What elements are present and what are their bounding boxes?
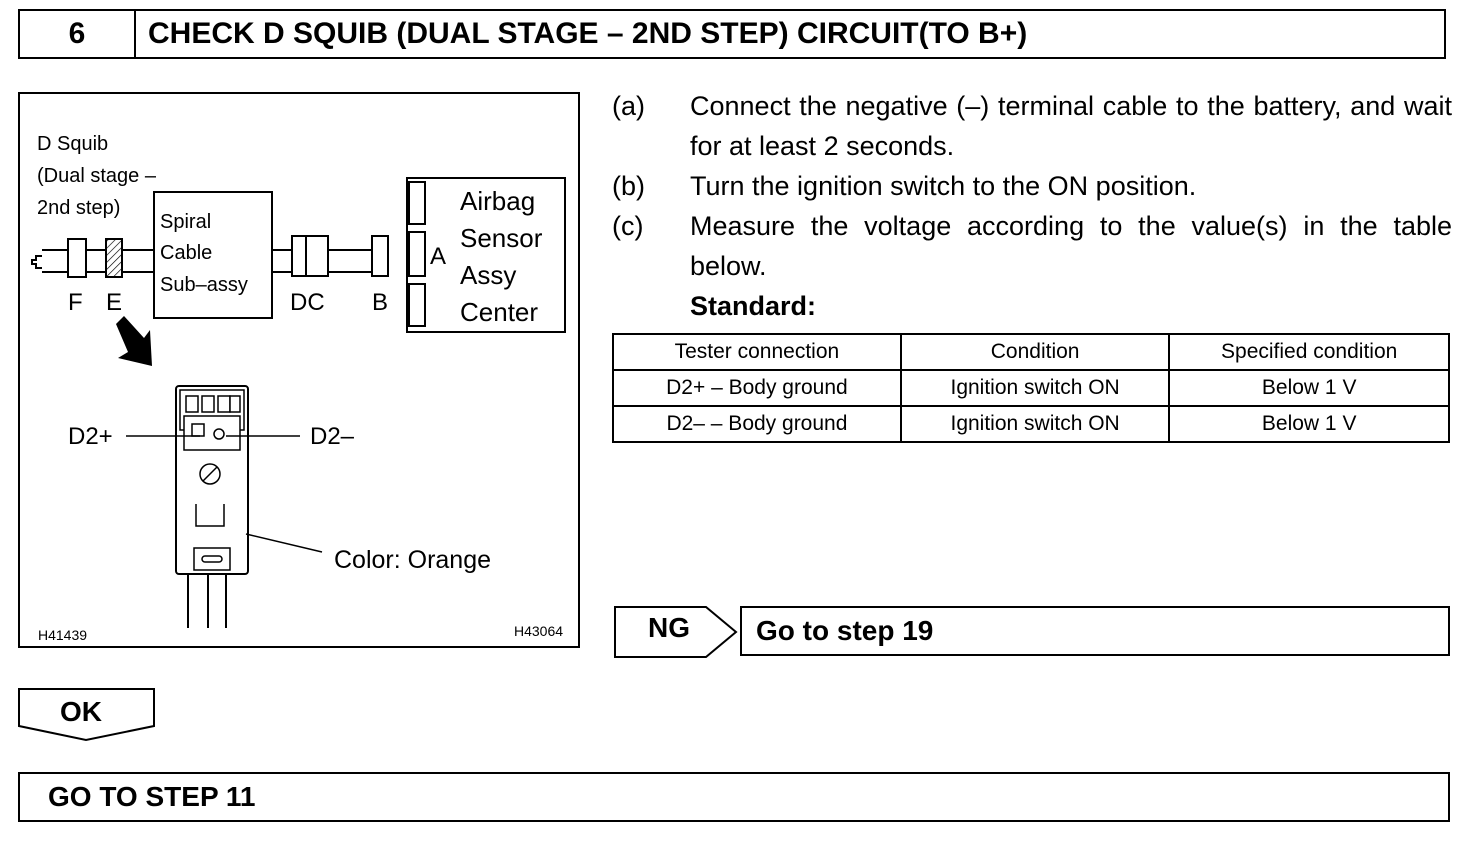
step-text: Turn the ignition switch to the ON posit… bbox=[690, 171, 1197, 201]
spiral-label-1: Spiral bbox=[160, 211, 211, 233]
step-label: (c) bbox=[612, 211, 644, 241]
step-text: Measure the voltage according to the val… bbox=[690, 211, 1452, 281]
connector-d-icon bbox=[291, 235, 307, 277]
step-text: Connect the negative (–) terminal cable … bbox=[690, 91, 1452, 161]
d2-plus-label: D2+ bbox=[68, 423, 113, 450]
connector-b-icon bbox=[371, 235, 389, 277]
ok-arrow-icon bbox=[18, 688, 155, 742]
step-label: (b) bbox=[612, 171, 645, 201]
connector-f-label: F bbox=[68, 289, 83, 316]
ng-label: NG bbox=[648, 612, 690, 643]
table-header: Condition bbox=[899, 333, 1171, 371]
spiral-label-3: Sub–assy bbox=[160, 274, 248, 296]
table-cell: D2– – Body ground bbox=[612, 405, 902, 443]
airbag-label-1: Airbag bbox=[460, 186, 535, 216]
table-cell: D2+ – Body ground bbox=[612, 369, 902, 407]
connector-e-icon bbox=[105, 238, 123, 278]
ng-arrow-icon bbox=[614, 606, 738, 658]
step-label: (a) bbox=[612, 91, 645, 121]
squib-connector-icon bbox=[175, 385, 249, 628]
wiring-diagram: D Squib (Dual stage – 2nd step) F E Spir… bbox=[18, 92, 580, 648]
procedure-step: (b) Turn the ignition switch to the ON p… bbox=[612, 166, 1452, 206]
airbag-label-2: Sensor bbox=[460, 223, 543, 253]
squib-label-3: 2nd step) bbox=[37, 197, 120, 219]
connector-c-icon bbox=[305, 235, 329, 277]
connector-e-label: E bbox=[106, 289, 122, 316]
spec-table: Tester connection Condition Specified co… bbox=[612, 333, 1450, 443]
procedure-step: (c) Measure the voltage according to the… bbox=[612, 206, 1452, 286]
table-row: D2+ – Body ground Ignition switch ON Bel… bbox=[612, 369, 1450, 407]
connector-a-icon bbox=[408, 231, 426, 277]
squib-label-2: (Dual stage – bbox=[37, 165, 157, 187]
figure-code-left: H41439 bbox=[38, 627, 87, 643]
table-row: D2– – Body ground Ignition switch ON Bel… bbox=[612, 405, 1450, 443]
step-title: CHECK D SQUIB (DUAL STAGE – 2ND STEP) CI… bbox=[148, 17, 1028, 50]
ok-label: OK bbox=[60, 696, 102, 727]
connector-a-label: A bbox=[430, 243, 446, 270]
color-note: Color: Orange bbox=[334, 546, 491, 574]
connector-dc-label: DC bbox=[290, 289, 325, 316]
squib-label-1: D Squib bbox=[37, 133, 108, 155]
plug-end-icon bbox=[31, 255, 42, 269]
table-cell: Ignition switch ON bbox=[899, 405, 1171, 443]
table-header-row: Tester connection Condition Specified co… bbox=[612, 333, 1450, 371]
figure-code-right: H43064 bbox=[514, 623, 563, 639]
spiral-label-2: Cable bbox=[160, 242, 212, 264]
table-cell: Below 1 V bbox=[1168, 369, 1450, 407]
step-header: 6 CHECK D SQUIB (DUAL STAGE – 2ND STEP) … bbox=[18, 9, 1446, 59]
step-number: 6 bbox=[20, 11, 136, 57]
connector-b-label: B bbox=[372, 289, 388, 316]
table-header: Tester connection bbox=[612, 333, 902, 371]
airbag-sensor-box bbox=[406, 177, 566, 333]
standard-label: Standard: bbox=[690, 291, 817, 321]
down-arrow-icon bbox=[116, 316, 152, 366]
procedure-step: (a) Connect the negative (–) terminal ca… bbox=[612, 86, 1452, 166]
procedure-list: (a) Connect the negative (–) terminal ca… bbox=[612, 86, 1452, 326]
table-header: Specified condition bbox=[1168, 333, 1450, 371]
spiral-cable-box bbox=[153, 191, 273, 319]
table-cell: Below 1 V bbox=[1168, 405, 1450, 443]
ng-action: Go to step 19 bbox=[740, 606, 1450, 656]
airbag-label-4: Center bbox=[460, 297, 538, 327]
diagram-svg: D Squib (Dual stage – 2nd step) F E Spir… bbox=[31, 133, 566, 643]
connector-f-icon bbox=[67, 238, 87, 278]
next-step-box: GO TO STEP 11 bbox=[18, 772, 1450, 822]
airbag-label-3: Assy bbox=[460, 260, 516, 290]
d2-minus-label: D2– bbox=[310, 423, 355, 450]
table-cell: Ignition switch ON bbox=[899, 369, 1171, 407]
